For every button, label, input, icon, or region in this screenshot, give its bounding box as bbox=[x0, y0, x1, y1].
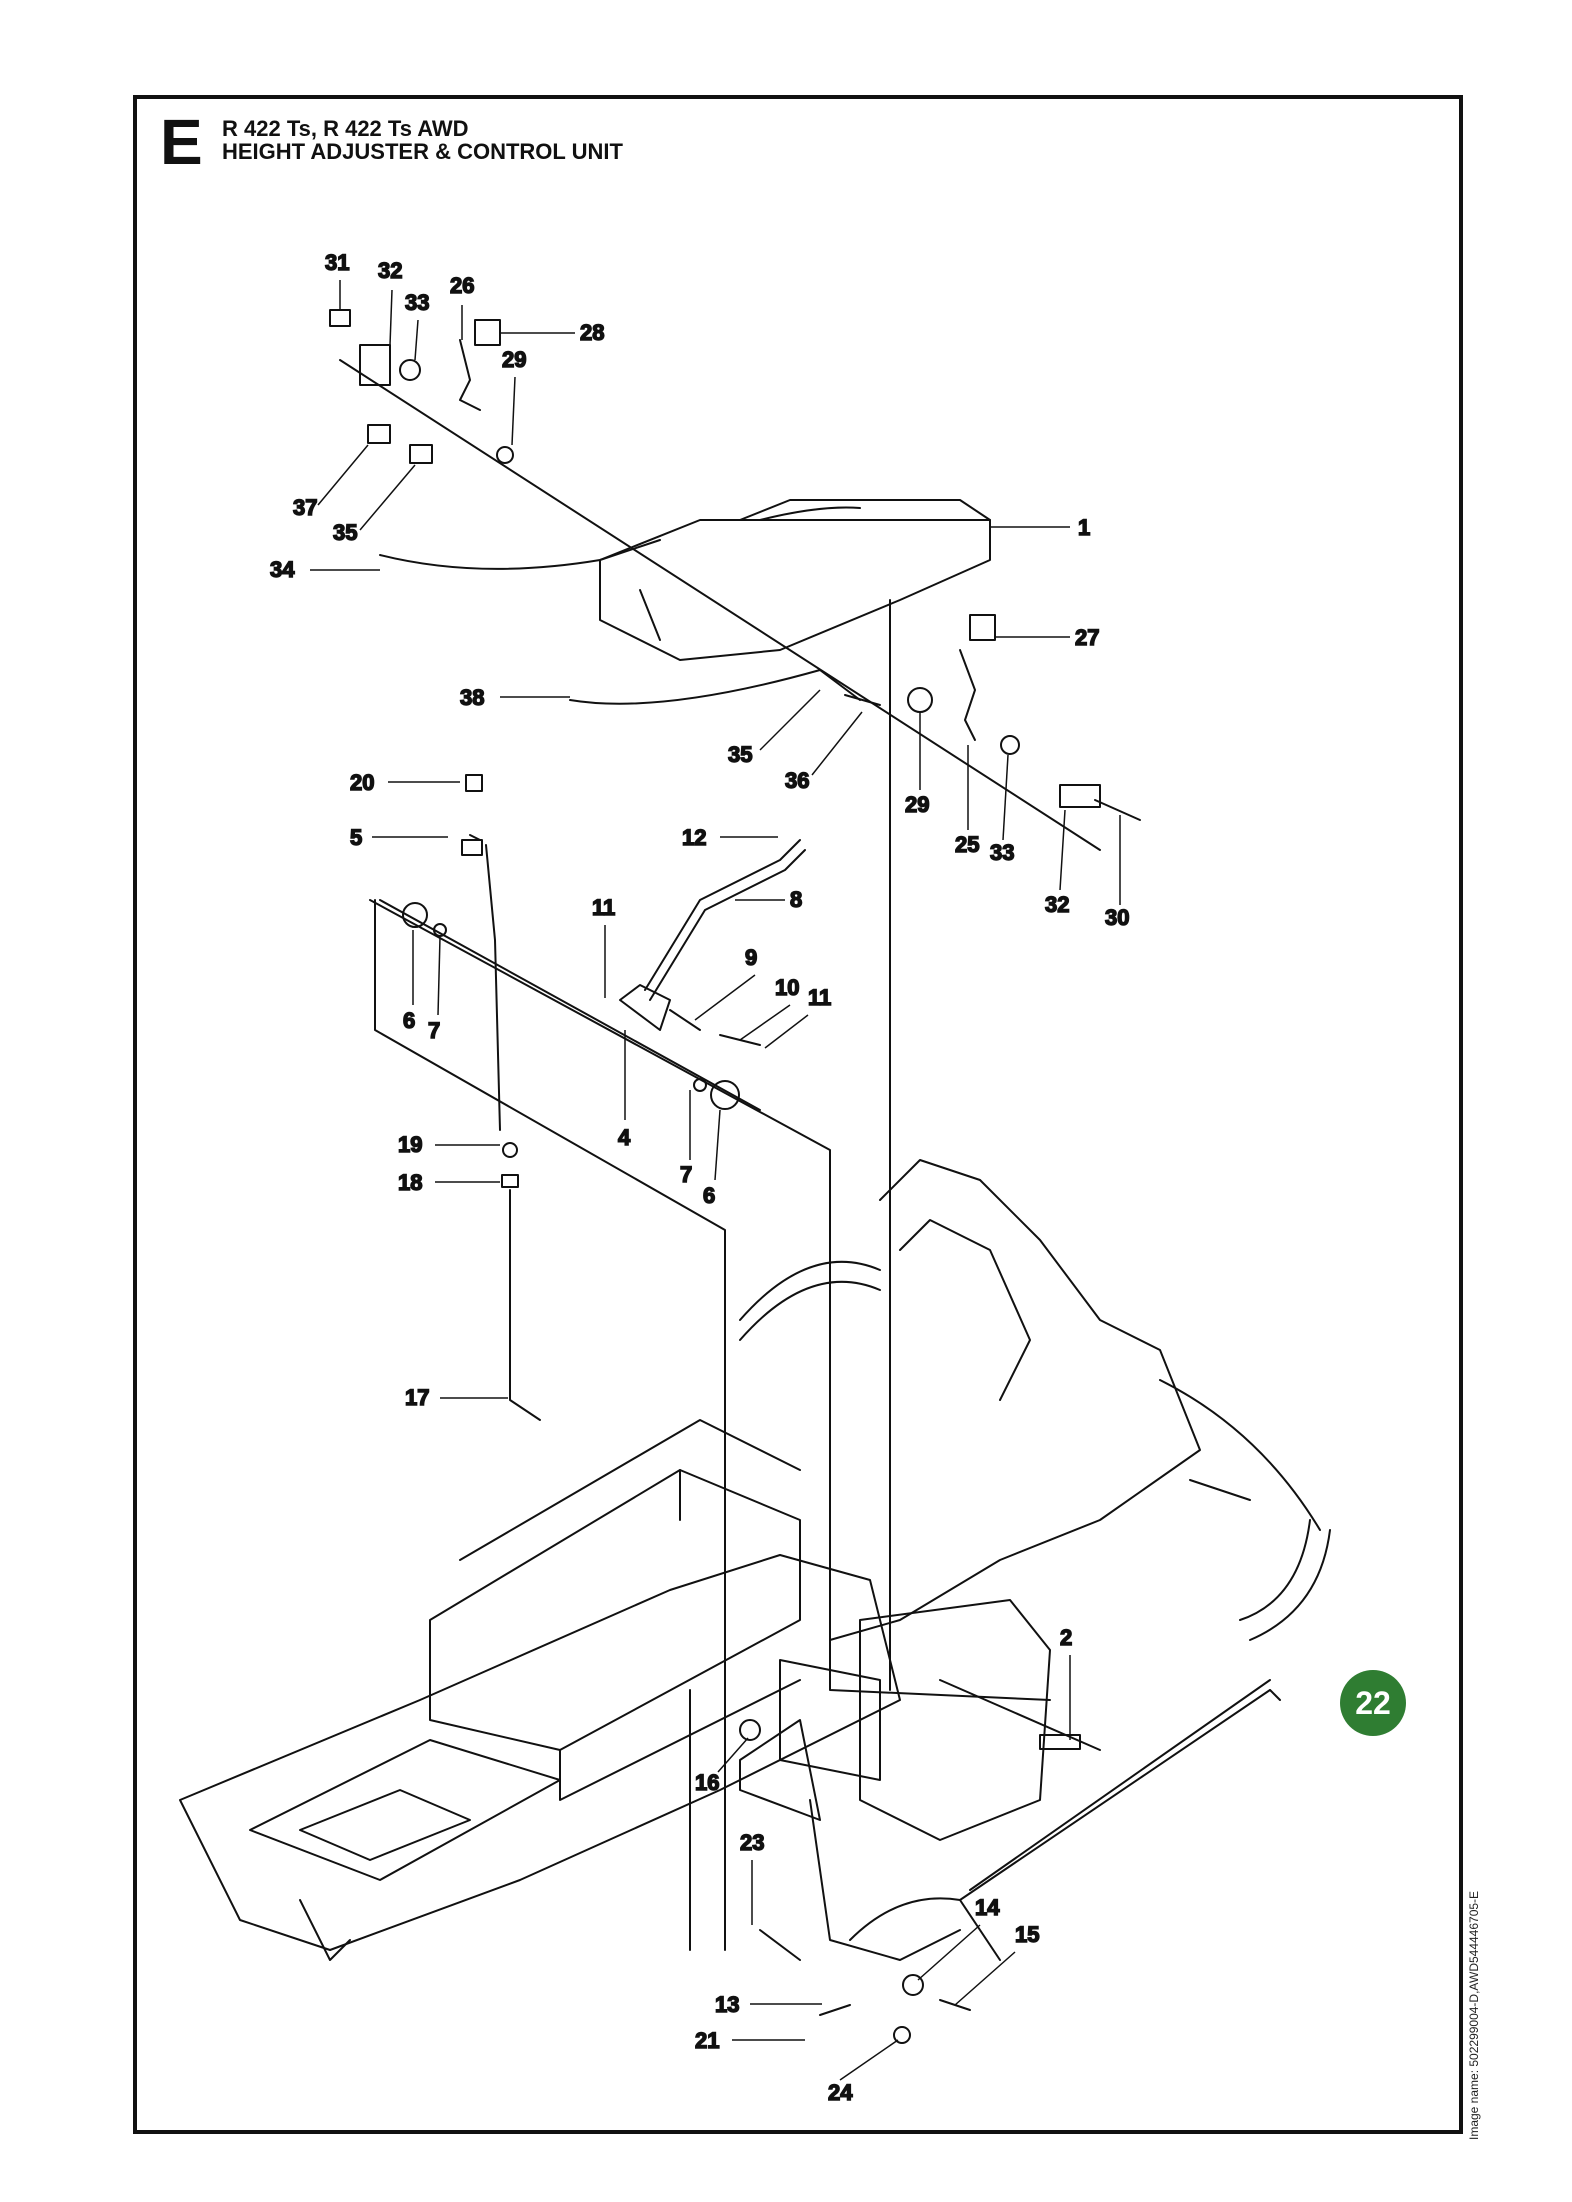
callout-10: 10 bbox=[775, 975, 799, 1000]
steering-column bbox=[829, 1159, 1201, 1641]
cable-38 bbox=[569, 669, 821, 705]
callout-23: 23 bbox=[740, 1830, 764, 1855]
callout-20: 20 bbox=[350, 770, 374, 795]
section-letter: E bbox=[160, 106, 203, 178]
callout-6b: 6 bbox=[703, 1183, 715, 1208]
callout-32b: 32 bbox=[1045, 892, 1069, 917]
diagram-title: HEIGHT ADJUSTER & CONTROL UNIT bbox=[222, 139, 623, 164]
callout-35: 35 bbox=[333, 520, 357, 545]
callout-11b: 11 bbox=[808, 985, 831, 1010]
chassis-frame bbox=[179, 1554, 901, 1951]
callout-5: 5 bbox=[350, 825, 362, 850]
callout-30: 30 bbox=[1105, 905, 1129, 930]
callout-38: 38 bbox=[460, 685, 484, 710]
callout-24: 24 bbox=[828, 2080, 853, 2105]
lever-8 bbox=[644, 839, 801, 991]
callout-9: 9 bbox=[745, 945, 757, 970]
image-name-caption: Image name: 502299004-D,AWD544446705-E bbox=[1467, 1890, 1481, 2140]
callout-6: 6 bbox=[403, 1008, 415, 1033]
height-adjuster-housing bbox=[599, 519, 991, 661]
callout-29: 29 bbox=[502, 347, 526, 372]
callout-37: 37 bbox=[293, 495, 317, 520]
callout-36: 36 bbox=[785, 768, 809, 793]
callout-25: 25 bbox=[955, 832, 979, 857]
callout-17: 17 bbox=[405, 1385, 429, 1410]
callout-26: 26 bbox=[450, 273, 474, 298]
callout-4: 4 bbox=[618, 1125, 631, 1150]
callout-14: 14 bbox=[975, 1895, 1000, 1920]
rod-17 bbox=[509, 1189, 541, 1421]
callout-1: 1 bbox=[1078, 515, 1090, 540]
callout-19: 19 bbox=[398, 1132, 422, 1157]
callout-18: 18 bbox=[398, 1170, 422, 1195]
callout-21: 21 bbox=[695, 2028, 719, 2053]
callout-7b: 7 bbox=[680, 1162, 692, 1187]
callout-15: 15 bbox=[1015, 1922, 1039, 1947]
model-line: R 422 Ts, R 422 Ts AWD bbox=[222, 116, 469, 141]
callout-35b: 35 bbox=[728, 742, 752, 767]
page-number-badge: 22 bbox=[1340, 1670, 1406, 1736]
callout-34: 34 bbox=[270, 557, 295, 582]
callout-8: 8 bbox=[790, 887, 802, 912]
callout-28: 28 bbox=[580, 320, 604, 345]
upper-shaft bbox=[339, 359, 1101, 851]
callout-2: 2 bbox=[1060, 1625, 1072, 1650]
callout-32: 32 bbox=[378, 258, 402, 283]
callout-13: 13 bbox=[715, 1992, 739, 2017]
callout-11: 11 bbox=[592, 895, 615, 920]
callout-31: 31 bbox=[325, 250, 349, 275]
callout-33: 33 bbox=[405, 290, 429, 315]
control-shaft bbox=[379, 899, 761, 1111]
callout-27: 27 bbox=[1075, 625, 1099, 650]
pedal-bracket bbox=[859, 1599, 1051, 1841]
callout-7: 7 bbox=[428, 1018, 440, 1043]
callout-29b: 29 bbox=[905, 792, 929, 817]
callout-33b: 33 bbox=[990, 840, 1014, 865]
pedal-rod bbox=[959, 1689, 1271, 1901]
callout-16: 16 bbox=[695, 1770, 719, 1795]
callout-12: 12 bbox=[682, 825, 706, 850]
cable-34 bbox=[379, 539, 661, 570]
drawing-frame bbox=[133, 95, 1463, 2134]
